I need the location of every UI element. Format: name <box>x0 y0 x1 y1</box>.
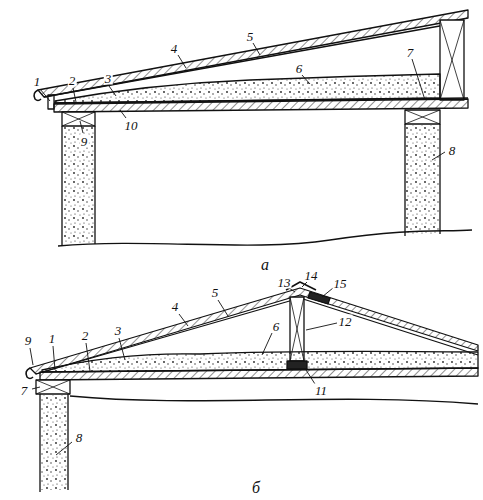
wall-fill <box>41 395 67 490</box>
callout-number: 7 <box>20 384 29 397</box>
break-line <box>70 396 478 404</box>
callout-number: 12 <box>338 315 353 328</box>
callout-number: 6 <box>272 320 281 333</box>
leader-lines <box>30 43 445 455</box>
callout-number: 3 <box>114 324 123 337</box>
callout-number: 8 <box>448 144 457 157</box>
roof-post <box>440 20 464 100</box>
callout-number: 5 <box>246 30 255 43</box>
wall-beam <box>405 110 440 124</box>
section-letter: б <box>251 480 261 496</box>
callout-number: 15 <box>333 277 348 290</box>
wall-plate <box>36 380 70 394</box>
ridge-beam <box>287 361 307 369</box>
ceiling-boards <box>40 368 478 380</box>
callout-number: 14 <box>304 269 319 282</box>
callout-number: 13 <box>277 276 292 289</box>
callout-number: 2 <box>81 329 90 342</box>
eave-hook <box>26 368 33 379</box>
callout-number: 6 <box>295 62 304 75</box>
callout-number: 2 <box>68 74 77 87</box>
left-wall <box>40 394 68 492</box>
section-letter: а <box>260 257 270 273</box>
right-wall <box>405 124 440 236</box>
callout-number: 1 <box>33 75 42 88</box>
eave-hook <box>34 90 41 101</box>
callout-number: 4 <box>170 42 179 55</box>
fascia-board <box>48 95 54 109</box>
callout-number: 9 <box>24 334 33 347</box>
roof-deck <box>30 288 478 374</box>
callout-number: 3 <box>104 72 113 85</box>
plate-cross <box>36 380 70 394</box>
wall-beam <box>62 112 95 126</box>
ridge-plate <box>308 292 330 304</box>
roof-layer <box>36 298 478 374</box>
wall-fill <box>63 127 94 244</box>
beam-cross <box>405 110 440 124</box>
beam-cross <box>62 112 95 126</box>
callout-number: 1 <box>48 332 57 345</box>
callout-number: 10 <box>124 119 139 132</box>
break-line <box>58 230 472 246</box>
callout-number: 9 <box>80 135 89 148</box>
callout-number: 4 <box>171 300 180 313</box>
callout-number: 7 <box>406 46 415 59</box>
wall-fill <box>406 125 439 235</box>
left-wall <box>62 126 95 246</box>
callout-number: 5 <box>211 286 220 299</box>
callout-number: 8 <box>75 431 84 444</box>
post-cross <box>440 20 464 100</box>
callout-number: 11 <box>314 384 328 397</box>
